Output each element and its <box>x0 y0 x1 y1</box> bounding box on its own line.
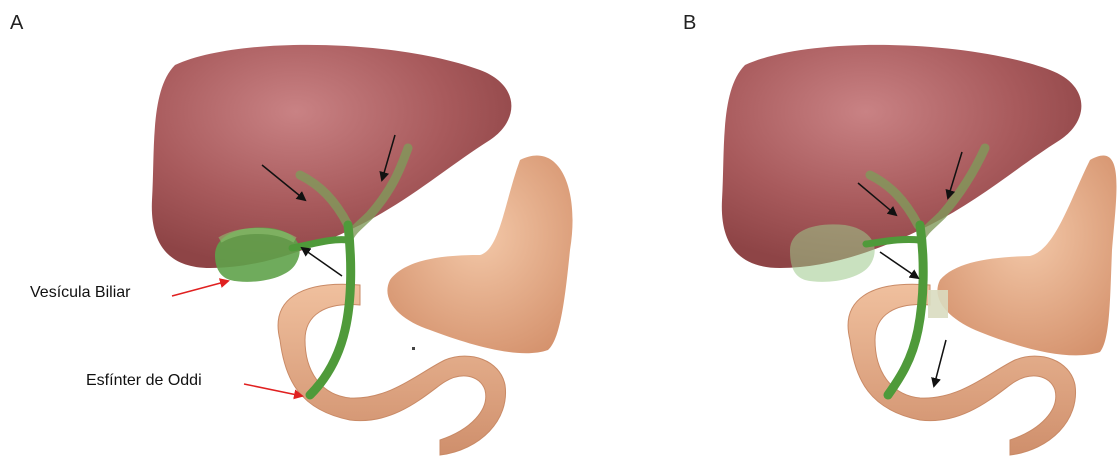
gallbladder-label: Vesícula Biliar <box>30 284 131 302</box>
sphincter-band-b <box>928 290 948 318</box>
sphincter-pointer-arrow <box>244 384 302 396</box>
liver-a <box>152 45 512 268</box>
flow-arrow-b-4 <box>934 340 946 386</box>
flow-arrow-a-3 <box>302 248 342 276</box>
stray-mark <box>412 347 415 350</box>
panel-a <box>152 45 573 455</box>
flow-arrow-b-3 <box>880 252 918 278</box>
gallbladder-b <box>790 224 875 281</box>
liver-b <box>722 45 1082 268</box>
panel-b <box>722 45 1117 455</box>
sphincter-of-oddi-label: Esfínter de Oddi <box>86 372 202 390</box>
cystic-duct-b <box>866 239 920 244</box>
gallbladder-pointer-arrow <box>172 281 228 296</box>
